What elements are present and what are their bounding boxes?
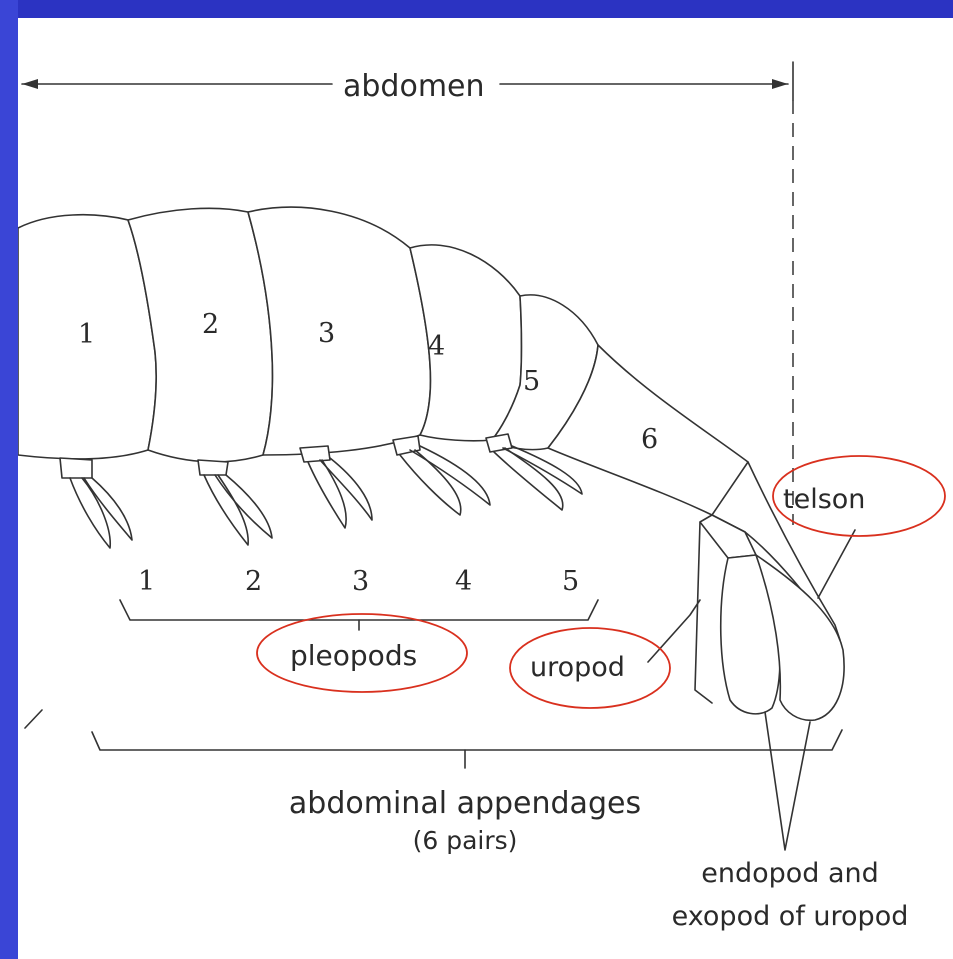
pleopods-label: pleopods bbox=[290, 639, 417, 672]
telson-label: telson bbox=[783, 484, 865, 515]
segment-number-1: 1 bbox=[78, 319, 95, 350]
segment-number-6: 6 bbox=[641, 424, 658, 455]
endo-exo-leader bbox=[765, 712, 810, 850]
top-frame-bar bbox=[0, 0, 953, 18]
uropod-left-edge bbox=[695, 522, 712, 703]
pleopod-2 bbox=[198, 460, 272, 545]
segment-number-2: 2 bbox=[202, 309, 219, 340]
endo-exo-label-line2: exopod of uropod bbox=[672, 901, 909, 932]
segment-number-3: 3 bbox=[318, 318, 335, 349]
pleopod-number-3: 3 bbox=[352, 566, 369, 597]
appendages-sublabel: (6 pairs) bbox=[413, 826, 518, 855]
left-frame-bar bbox=[0, 0, 18, 959]
appendages-label: abdominal appendages bbox=[289, 786, 641, 821]
endo-exo-label-line1: endopod and bbox=[701, 858, 879, 889]
pleopods-bracket bbox=[120, 600, 598, 630]
slide-panel: abdomen bbox=[18, 18, 953, 959]
pleopod-number-4: 4 bbox=[455, 566, 472, 597]
pleopod-4 bbox=[393, 436, 490, 515]
pleopod-number-2: 2 bbox=[245, 566, 262, 597]
pleopod-number-5: 5 bbox=[562, 566, 579, 597]
pleopod-number-1: 1 bbox=[138, 566, 155, 597]
uropod-label: uropod bbox=[530, 652, 625, 683]
uropod-leader bbox=[648, 600, 700, 662]
body-segment-3 bbox=[248, 207, 431, 455]
segment-number-5: 5 bbox=[523, 366, 540, 397]
pleopod-1 bbox=[60, 458, 132, 548]
abdomen-label: abdomen bbox=[343, 69, 485, 104]
pleopod-3 bbox=[300, 446, 372, 528]
left-bracket-fragment bbox=[25, 710, 42, 728]
segment-number-4: 4 bbox=[428, 331, 445, 362]
crustacean-abdomen-diagram: abdomen bbox=[18, 18, 953, 959]
appendages-bracket bbox=[92, 730, 842, 768]
abdomen-body bbox=[18, 207, 748, 515]
telson-leader bbox=[818, 530, 855, 598]
